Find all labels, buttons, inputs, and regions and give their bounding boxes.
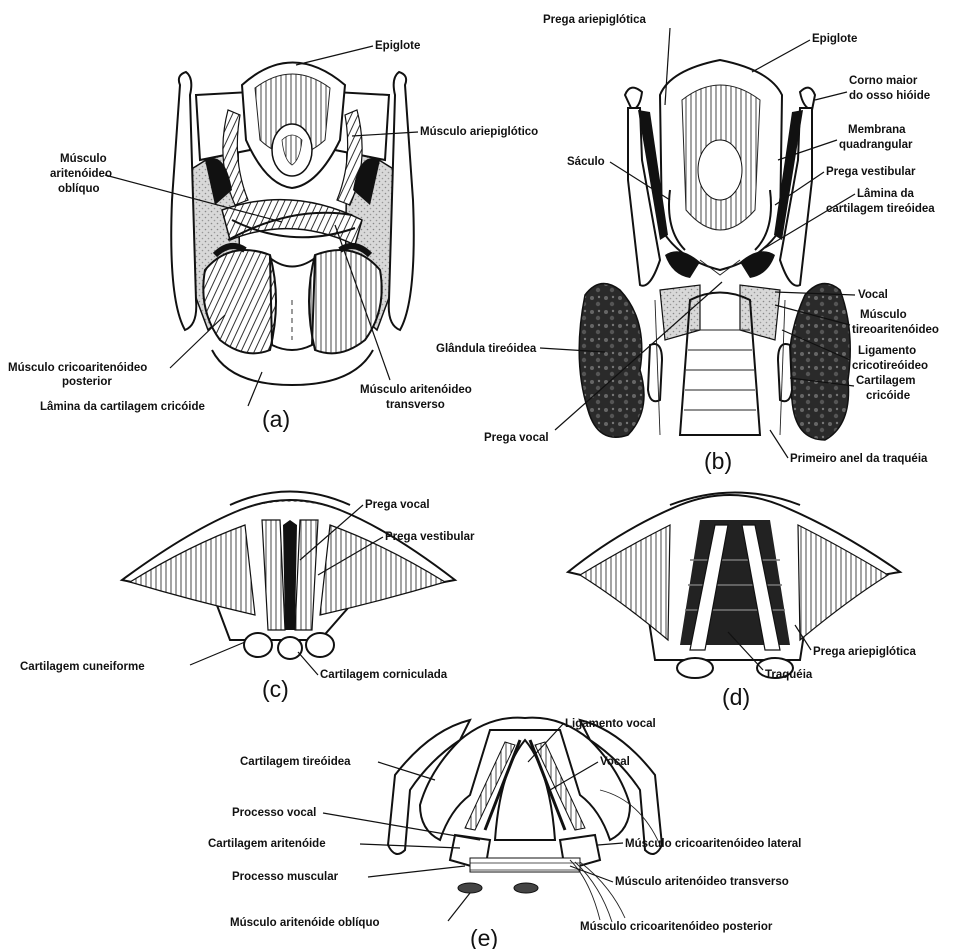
- label-cartilagem-corniculada: Cartilagem corniculada: [320, 669, 448, 681]
- panel-letter-e: (e): [470, 925, 498, 949]
- label-prega-vocal-c: Prega vocal: [365, 499, 430, 511]
- label-cricoaritenoideo-posterior-1: Músculo cricoaritenóideo: [8, 362, 147, 374]
- label-cartilagem-cuneiforme: Cartilagem cuneiforme: [20, 661, 145, 673]
- panel-c-drawing: [122, 492, 455, 660]
- panel-a-drawing: [171, 63, 414, 386]
- label-lamina-tireoidea-1: Lâmina da: [857, 188, 914, 200]
- label-ligamento-cricotireoideo-1: Ligamento: [858, 345, 916, 357]
- label-tireoaritenoideo-1: Músculo: [860, 309, 907, 321]
- label-prega-ariepiglotica-b: Prega ariepiglótica: [543, 14, 647, 26]
- label-vocal-e: Vocal: [600, 756, 630, 768]
- label-prega-ariepiglotica-d: Prega ariepiglótica: [813, 646, 917, 658]
- label-aritenoideo-transverso-2: transverso: [386, 399, 445, 411]
- label-lamina-cricoide: Lâmina da cartilagem cricóide: [40, 401, 205, 413]
- label-processo-muscular: Processo muscular: [232, 871, 339, 883]
- panel-b-drawing: [579, 60, 850, 440]
- label-cartilagem-cricoide-1: Cartilagem: [856, 375, 915, 387]
- label-membrana-2: quadrangular: [839, 139, 913, 151]
- panel-letter-c: (c): [262, 676, 289, 702]
- panel-e-drawing: [388, 718, 662, 922]
- label-glandula-tireoidea: Glândula tireóidea: [436, 343, 537, 355]
- label-aritenoideo-obliquo-1: Músculo: [60, 153, 107, 165]
- label-membrana-1: Membrana: [848, 124, 906, 136]
- label-corno-maior-2: do osso hióide: [849, 90, 930, 102]
- label-ligamento-cricotireoideo-2: cricotireóideo: [852, 360, 928, 372]
- label-corno-maior-1: Corno maior: [849, 75, 918, 87]
- label-cartilagem-cricoide-2: cricóide: [866, 390, 910, 402]
- label-lamina-tireoidea-2: cartilagem tireóidea: [826, 203, 935, 215]
- label-saculo: Sáculo: [567, 156, 605, 168]
- panel-letter-d: (d): [722, 684, 750, 710]
- label-prega-vestibular-c: Prega vestibular: [385, 531, 475, 543]
- label-aritenoideo-transverso-e: Músculo aritenóideo transverso: [615, 876, 789, 888]
- label-cartilagem-tireoidea: Cartilagem tireóidea: [240, 756, 351, 768]
- label-aritenoideo-obliquo-3: oblíquo: [58, 183, 100, 195]
- label-cricoaritenoideo-lateral: Músculo cricoaritenóideo lateral: [625, 838, 801, 850]
- label-cartilagem-aritenoide: Cartilagem aritenóide: [208, 838, 326, 850]
- label-primeiro-anel: Primeiro anel da traquéia: [790, 453, 928, 465]
- label-ligamento-vocal: Ligamento vocal: [565, 718, 656, 730]
- label-aritenoide-obliquo: Músculo aritenóide oblíquo: [230, 917, 380, 929]
- label-cricoaritenoideo-posterior-2: posterior: [62, 376, 112, 388]
- label-tireoaritenoideo-2: tireoaritenóideo: [852, 324, 939, 336]
- label-prega-vocal-b: Prega vocal: [484, 432, 549, 444]
- label-musculo-ariepiglotico: Músculo ariepiglótico: [420, 126, 538, 138]
- panel-letter-b: (b): [704, 448, 732, 474]
- label-traqueia: Traquéia: [765, 669, 813, 681]
- label-processo-vocal: Processo vocal: [232, 807, 316, 819]
- label-epiglote-b: Epiglote: [812, 33, 857, 45]
- label-aritenoideo-obliquo-2: aritenóideo: [50, 168, 112, 180]
- label-aritenoideo-transverso-1: Músculo aritenóideo: [360, 384, 472, 396]
- panel-letter-a: (a): [262, 406, 290, 432]
- label-prega-vestibular-b: Prega vestibular: [826, 166, 916, 178]
- panel-b-labels: Prega ariepiglótica Epiglote Corno maior…: [436, 14, 939, 474]
- label-epiglote: Epiglote: [375, 40, 420, 52]
- label-vocal-b: Vocal: [858, 289, 888, 301]
- label-cricoaritenoideo-posterior-e: Músculo cricoaritenóideo posterior: [580, 921, 773, 933]
